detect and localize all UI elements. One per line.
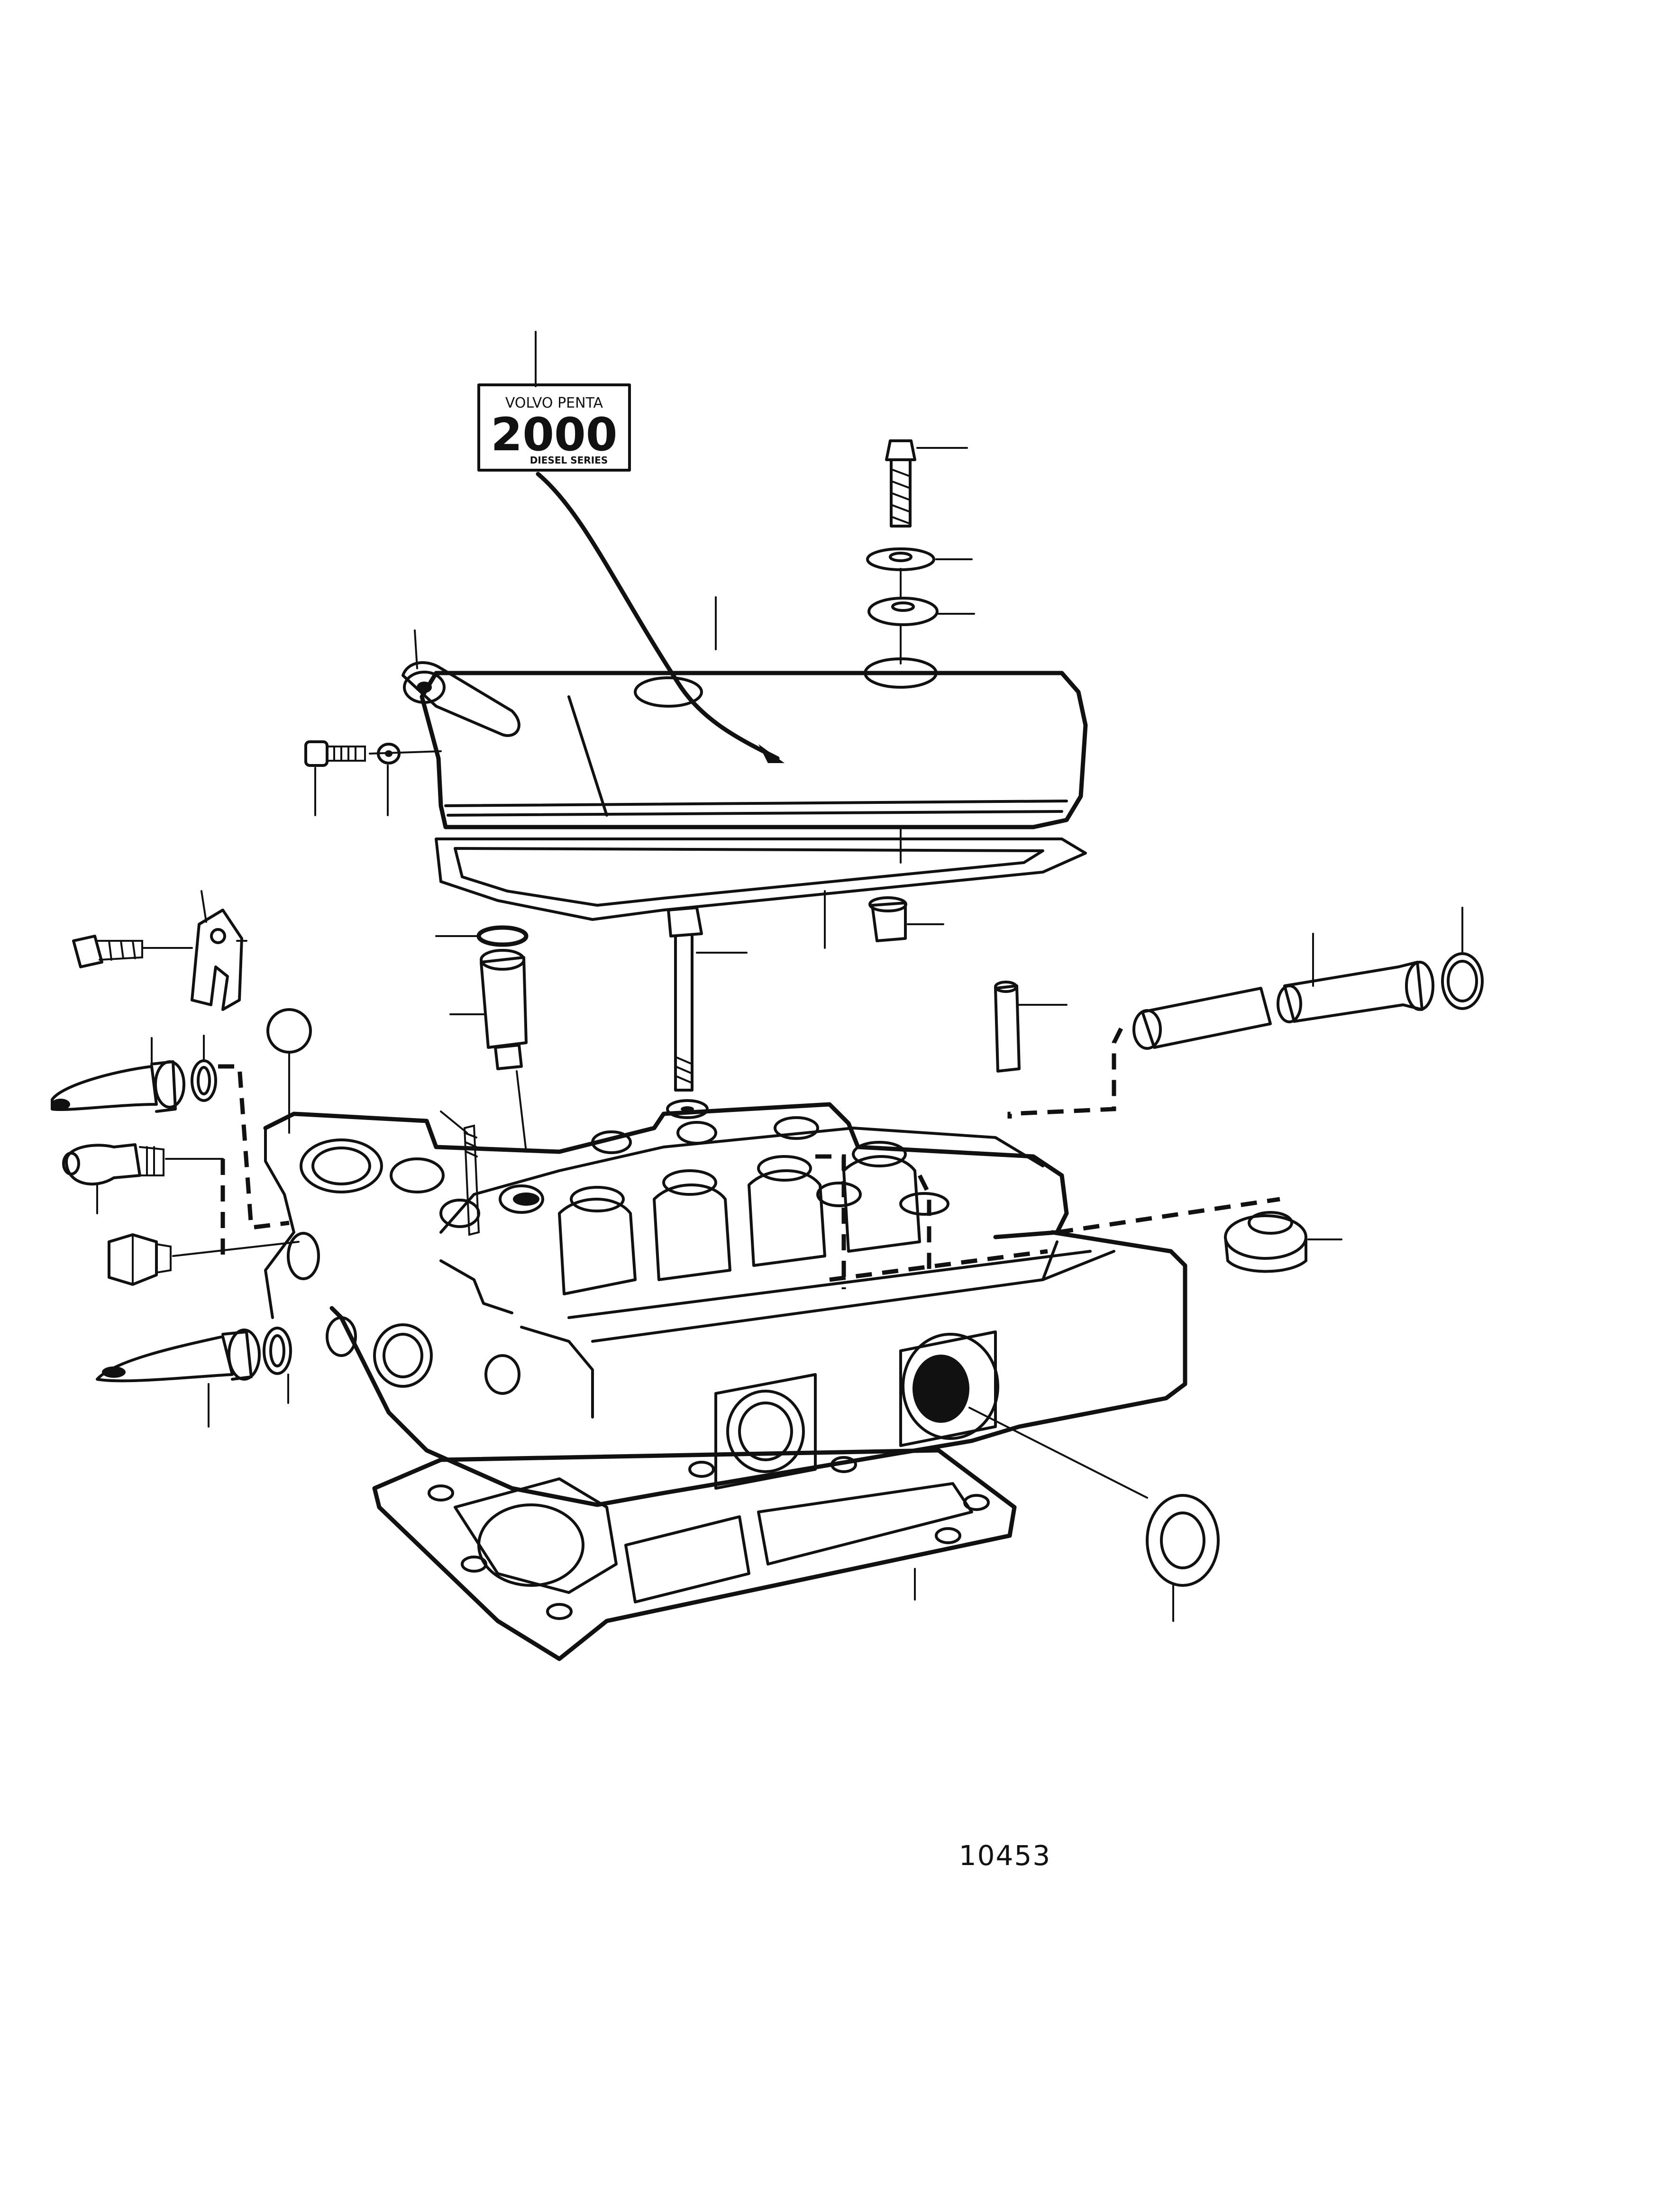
cylinder-head bbox=[263, 1102, 1280, 1507]
cylinder-head-bolt bbox=[666, 906, 748, 1119]
dashed-guide-lines-left bbox=[218, 1064, 290, 1261]
upper-connector-pipe bbox=[51, 1035, 217, 1113]
head-gasket bbox=[372, 1448, 1017, 1661]
sleeve bbox=[994, 981, 1068, 1073]
bracket-bolt bbox=[72, 935, 193, 968]
union-fitting bbox=[62, 1143, 224, 1214]
plug-screw bbox=[108, 1233, 300, 1286]
coolant-pipes bbox=[1007, 907, 1484, 1119]
cover-gasket bbox=[435, 828, 1087, 949]
stud-bolt bbox=[440, 1111, 480, 1236]
reference-circle bbox=[266, 1008, 312, 1134]
lower-connector-pipe bbox=[96, 1327, 292, 1428]
figure-number: 10453 bbox=[959, 1839, 1051, 1872]
freeze-plug-seal bbox=[1224, 1211, 1342, 1273]
decal-arrow-icon bbox=[758, 744, 785, 763]
lifting-bracket bbox=[191, 890, 247, 1011]
filler-screw bbox=[304, 740, 442, 816]
cover-bolt-assembly bbox=[866, 439, 975, 665]
decal-series: DIESEL SERIES bbox=[530, 455, 608, 466]
injector-assembly bbox=[435, 925, 529, 1153]
decal-model: 2000 bbox=[491, 408, 617, 461]
core-plug bbox=[968, 1407, 1220, 1622]
decal-plate: VOLVO PENTA 2000 DIESEL SERIES bbox=[477, 331, 785, 763]
decal-brand: VOLVO PENTA bbox=[505, 395, 603, 411]
sealing-cap bbox=[868, 896, 944, 942]
valve-pockets bbox=[558, 1141, 949, 1295]
valve-cover bbox=[402, 596, 1088, 829]
